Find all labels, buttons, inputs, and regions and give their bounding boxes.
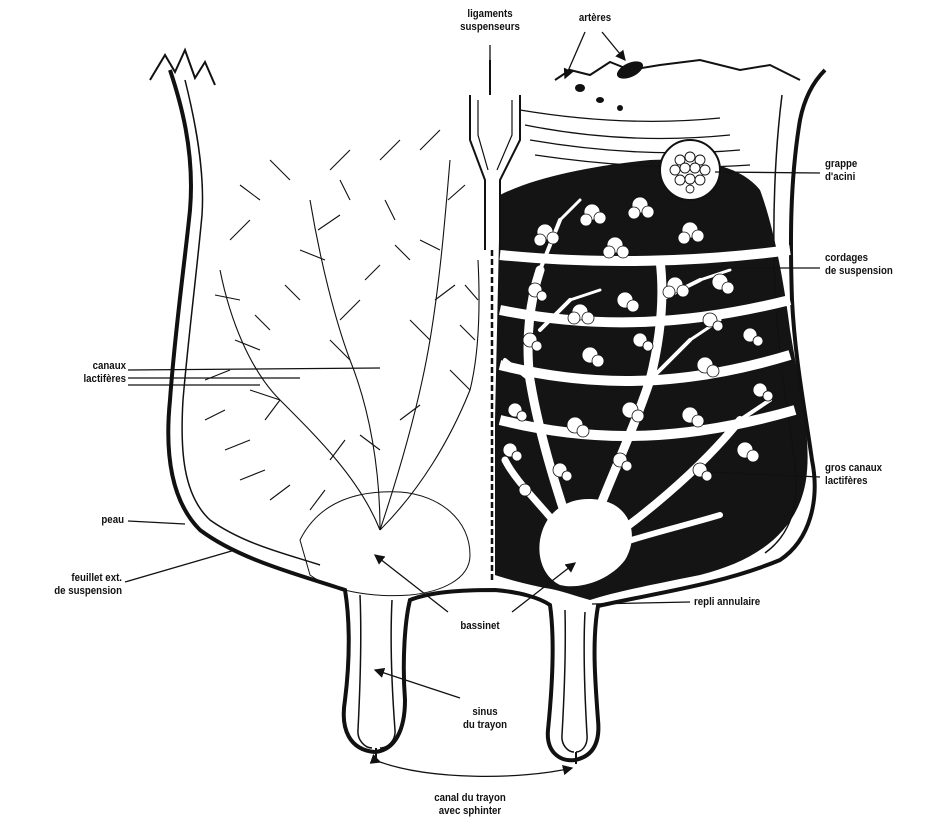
label-line: sinus bbox=[445, 706, 524, 719]
label-gros-canaux: gros canaux lactifères bbox=[825, 462, 882, 488]
label-grappe-acini: grappe d'acini bbox=[825, 158, 857, 184]
top-cut-edge bbox=[150, 50, 800, 85]
label-line: gros canaux bbox=[825, 462, 882, 475]
label-line: peau bbox=[50, 514, 124, 527]
label-line: grappe bbox=[825, 158, 857, 171]
label-line: lactifères bbox=[825, 475, 882, 488]
label-bassinet: bassinet bbox=[436, 620, 524, 633]
arteries-drawing bbox=[575, 58, 646, 111]
label-cordages-suspension: cordages de suspension bbox=[825, 252, 893, 278]
label-line: repli annulaire bbox=[694, 596, 760, 609]
label-line: ligaments bbox=[435, 8, 544, 21]
label-line: feuillet ext. bbox=[16, 572, 122, 585]
label-sinus-trayon: sinus du trayon bbox=[445, 706, 524, 732]
label-repli-annulaire: repli annulaire bbox=[694, 596, 760, 609]
label-line: artères bbox=[564, 12, 626, 25]
label-line: avec sphinter bbox=[408, 805, 531, 818]
label-line: bassinet bbox=[436, 620, 524, 633]
label-line: canal du trayon bbox=[408, 792, 531, 805]
label-feuillet-ext: feuillet ext. de suspension bbox=[16, 572, 122, 598]
label-line: du trayon bbox=[445, 719, 524, 732]
label-line: d'acini bbox=[825, 171, 857, 184]
label-line: canaux bbox=[42, 360, 126, 373]
label-arteres: artères bbox=[564, 12, 626, 25]
label-canaux-lactiferes: canaux lactifères bbox=[42, 360, 126, 386]
label-line: de suspension bbox=[16, 585, 122, 598]
acini-magnified bbox=[660, 140, 720, 200]
label-peau: peau bbox=[50, 514, 124, 527]
label-line: lactifères bbox=[42, 373, 126, 386]
label-canal-trayon: canal du trayon avec sphinter bbox=[408, 792, 531, 818]
label-line: suspenseurs bbox=[435, 21, 544, 34]
label-line: de suspension bbox=[825, 265, 893, 278]
label-line: cordages bbox=[825, 252, 893, 265]
gland-cistern-left bbox=[300, 492, 470, 596]
label-ligaments-suspenseurs: ligaments suspenseurs bbox=[435, 8, 544, 34]
skin-inner-line bbox=[182, 80, 320, 565]
left-duct-network bbox=[205, 130, 479, 530]
